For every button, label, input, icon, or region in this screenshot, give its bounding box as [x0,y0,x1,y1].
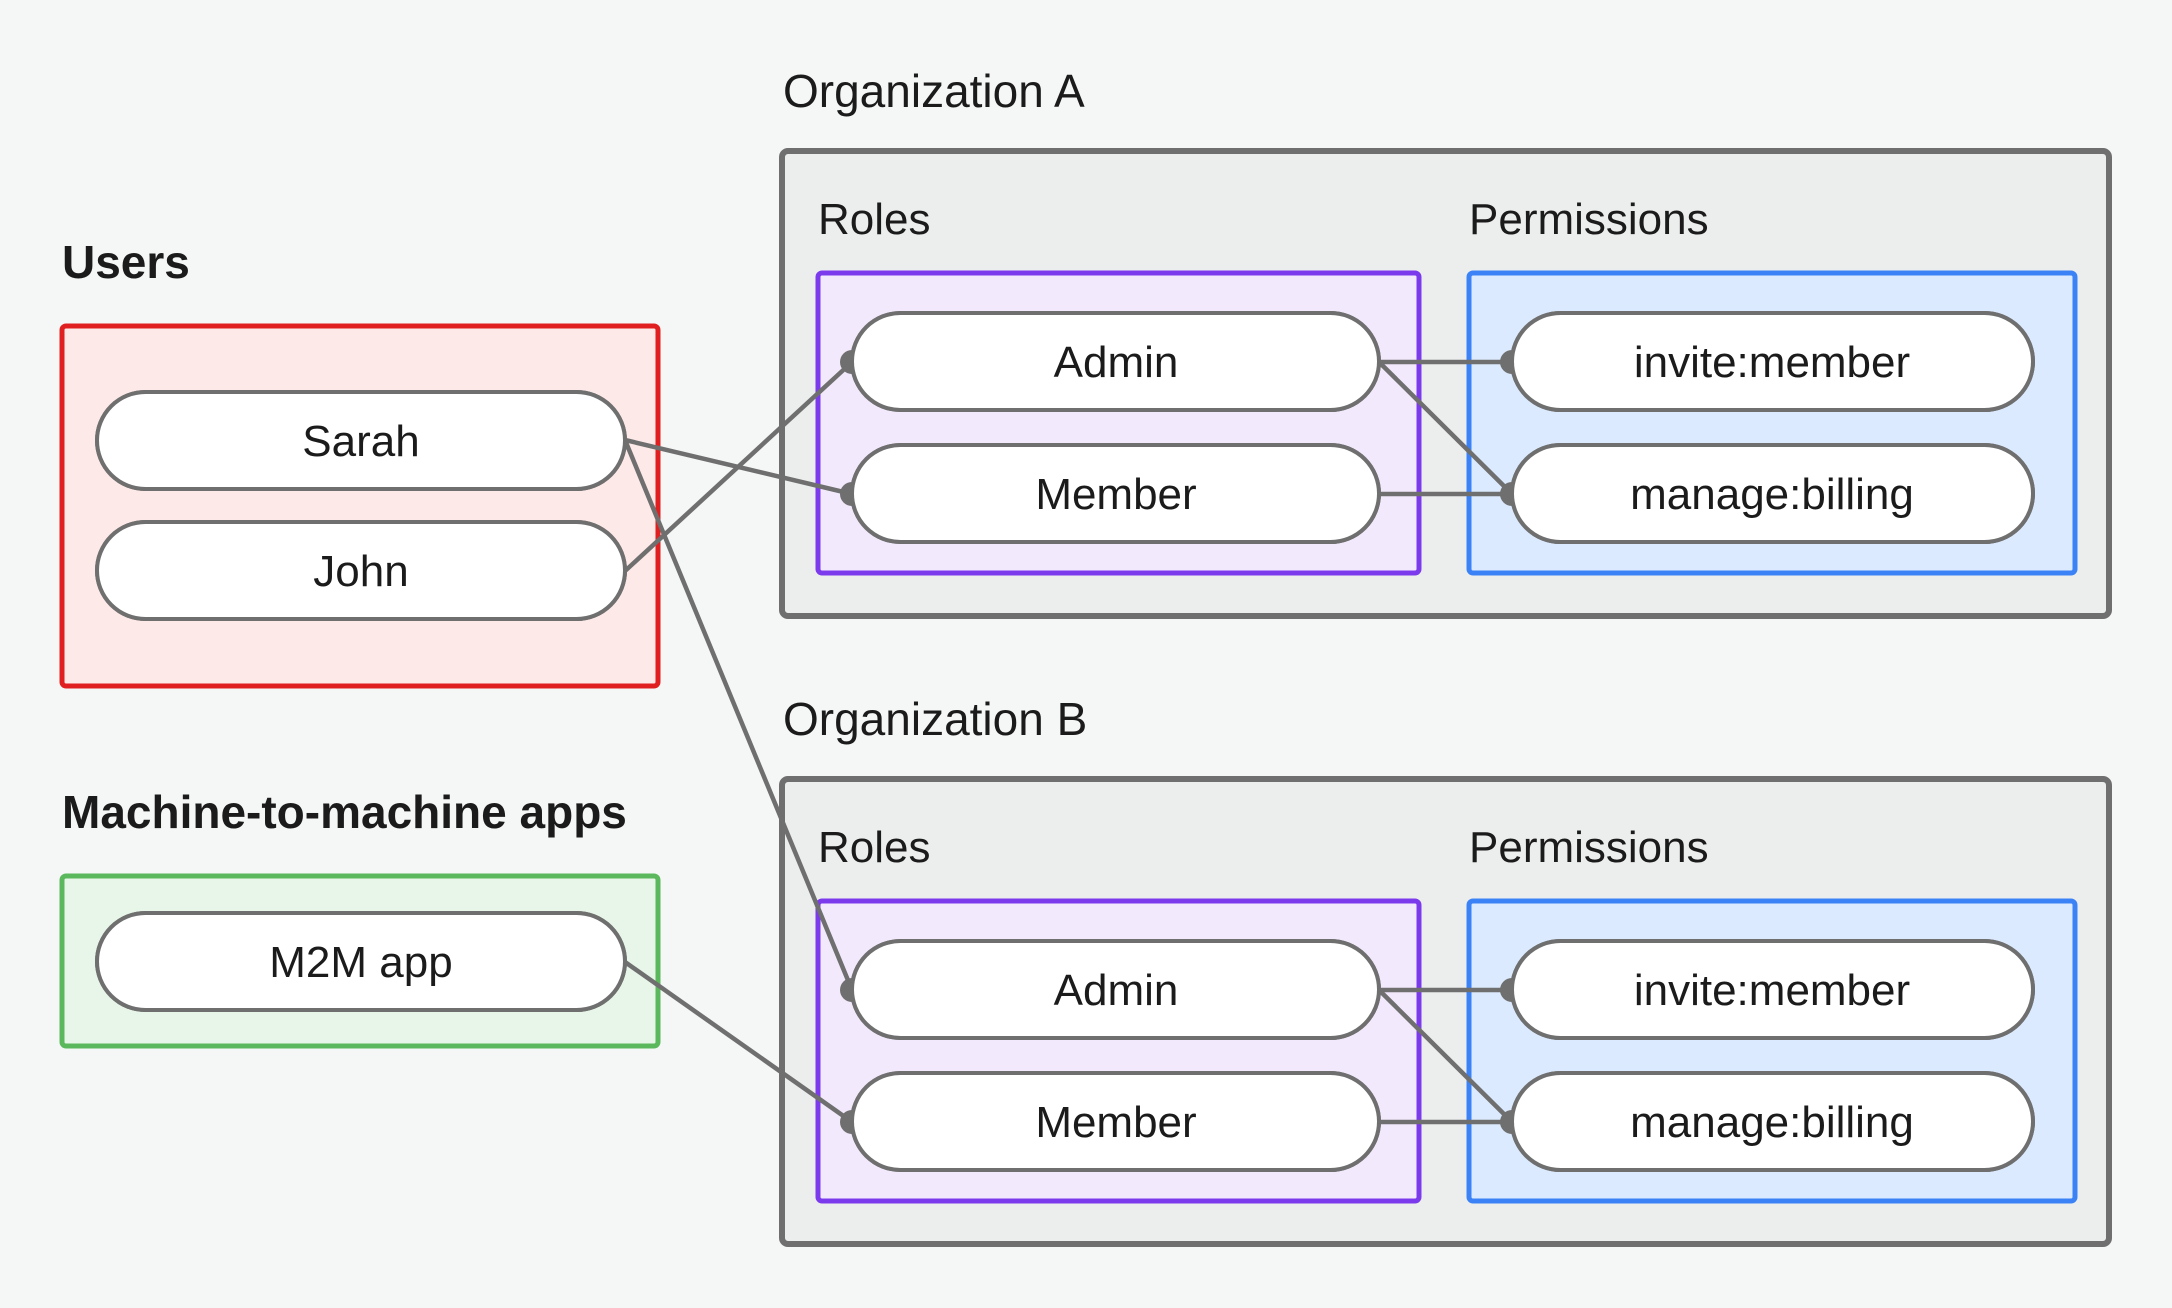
label-org-a-admin: Admin [1054,338,1179,387]
label-org-a-billing: manage:billing [1630,470,1914,519]
edge-john-to-org-a-admin [623,360,854,573]
label-org-b-admin: Admin [1054,966,1179,1015]
users-group-title: Users [62,236,190,288]
overlay-org-a-billing [1510,443,2035,544]
connection-edges [622,359,1514,1125]
edge-m2m-to-org-b-member [623,960,854,1124]
label-m2m-app: M2M app [269,938,452,987]
org-b-roles-title: Roles [818,823,931,872]
m2m-group-title: Machine-to-machine apps [62,786,627,838]
org-a-permissions-title: Permissions [1469,195,1709,244]
label-org-b-member: Member [1035,1098,1196,1147]
org-a-roles-title: Roles [818,195,931,244]
org-b-permissions-title: Permissions [1469,823,1709,872]
overlay-org-b-admin [850,939,1381,1040]
overlay-m2m [95,911,627,1012]
org-b-title: Organization B [783,693,1087,745]
edge-org-a-admin-to-manage-billing [1377,360,1514,496]
pill-label-layer: Sarah John M2M app Admin Member invite:m… [269,338,1914,1147]
label-org-b-invite: invite:member [1634,966,1910,1015]
pill-overlays [95,311,2035,1172]
edge-org-b-admin-to-manage-billing [1377,988,1514,1124]
label-sarah: Sarah [302,417,419,466]
users-container [59,323,661,689]
label-org-a-member: Member [1035,470,1196,519]
overlay-org-b-member [850,1071,1381,1172]
label-org-a-invite: invite:member [1634,338,1910,387]
overlay-org-a-invite [1510,311,2035,412]
label-org-b-billing: manage:billing [1630,1098,1914,1147]
org-a-title: Organization A [783,65,1085,117]
overlay-org-b-invite [1510,939,2035,1040]
edge-sarah-to-org-b-admin [622,439,855,991]
overlay-john [95,520,627,621]
label-john: John [313,547,408,596]
overlay-org-a-admin [850,311,1381,412]
overlay-org-b-billing [1510,1071,2035,1172]
overlay-sarah [95,390,627,491]
overlay-org-a-member [850,443,1381,544]
